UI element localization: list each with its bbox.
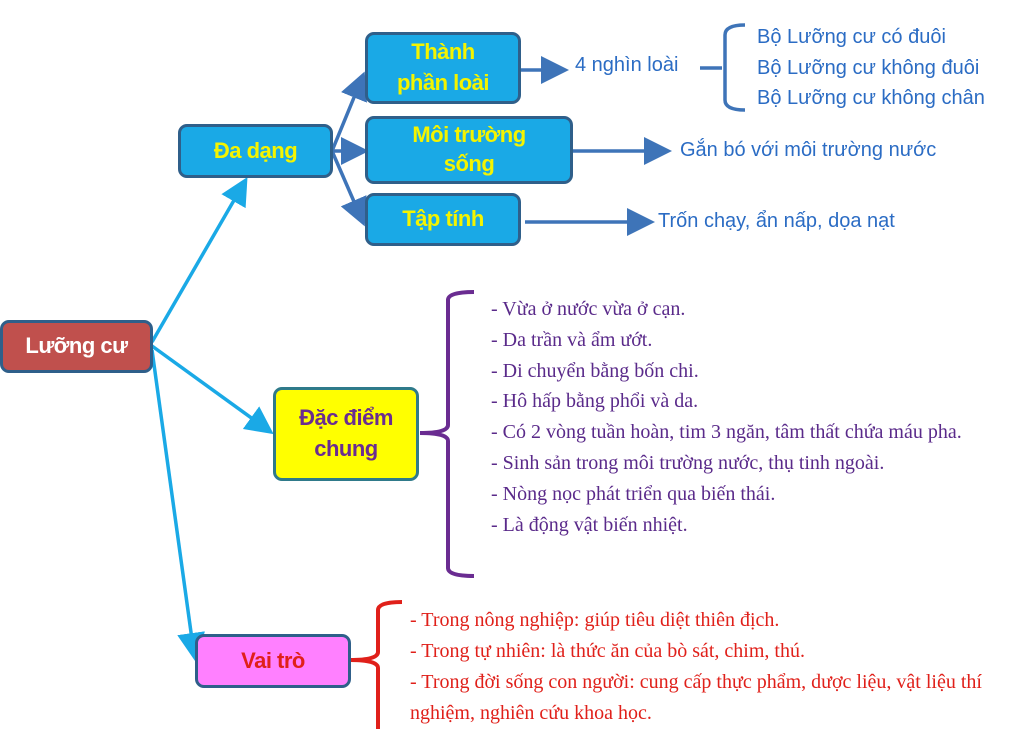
dac-diem-list: - Vừa ở nước vừa ở cạn. - Da trần và ẩm … — [491, 294, 1021, 540]
purple-bracket — [419, 290, 475, 578]
da-dang-label: Đa dạng — [213, 137, 298, 163]
order-item: Bộ Lưỡng cư không chân — [757, 87, 985, 109]
vai-tro-list: - Trong nông nghiệp: giúp tiêu diệt thiê… — [410, 605, 1010, 729]
tap-tinh-label: Tập tính — [402, 206, 484, 232]
node-vai-tro: Vai trò — [195, 634, 351, 688]
moi-truong-label: Môi trường sống — [412, 122, 526, 176]
list-item: - Da trần và ẩm ướt. — [491, 328, 653, 351]
thanh-phan-label: Thành phần loài — [396, 39, 490, 95]
vai-tro-label: Vai trò — [241, 647, 305, 673]
arrow-to-da-dang — [150, 176, 248, 343]
list-item: - Vừa ở nước vừa ở cạn. — [491, 298, 686, 320]
red-bracket — [349, 600, 403, 729]
dac-diem-label: Đặc điểm chung — [299, 405, 393, 461]
habitat-text: Gắn bó với môi trường nước — [680, 139, 937, 161]
node-dac-diem-chung: Đặc điểm chung — [273, 387, 419, 481]
list-item: - Trong đời sống con người: cung cấp thự… — [410, 671, 982, 724]
node-da-dang: Đa dạng — [178, 124, 333, 178]
list-item: - Nòng nọc phát triển qua biến thái. — [491, 482, 776, 505]
list-item: - Trong nông nghiệp: giúp tiêu diệt thiê… — [410, 609, 780, 631]
order-item: Bộ Lưỡng cư không đuôi — [757, 57, 980, 79]
list-item: - Sinh sản trong môi trường nước, thụ ti… — [491, 451, 885, 474]
arrow-to-vai-tro — [150, 349, 205, 661]
node-tap-tinh: Tập tính — [365, 193, 521, 246]
behavior-text: Trốn chạy, ẩn nấp, dọa nạt — [658, 210, 895, 232]
blue-bracket — [723, 23, 746, 112]
order-item: Bộ Lưỡng cư có đuôi — [757, 26, 946, 48]
root-node: Lưỡng cư — [0, 320, 153, 373]
list-item: - Có 2 vòng tuần hoàn, tim 3 ngăn, tâm t… — [491, 421, 962, 444]
list-item: - Hô hấp bằng phổi và da. — [491, 390, 699, 413]
node-moi-truong: Môi trường sống — [365, 116, 573, 184]
list-item: - Trong tự nhiên: là thức ăn của bò sát,… — [410, 640, 805, 662]
node-thanh-phan-loai: Thành phần loài — [365, 32, 521, 104]
list-item: - Di chuyển bằng bốn chi. — [491, 359, 699, 382]
root-label: Lưỡng cư — [25, 333, 128, 359]
arrow-to-dac-diem — [150, 344, 274, 435]
species-count: 4 nghìn loài — [575, 54, 679, 76]
list-item: - Là động vật biến nhiệt. — [491, 513, 688, 536]
